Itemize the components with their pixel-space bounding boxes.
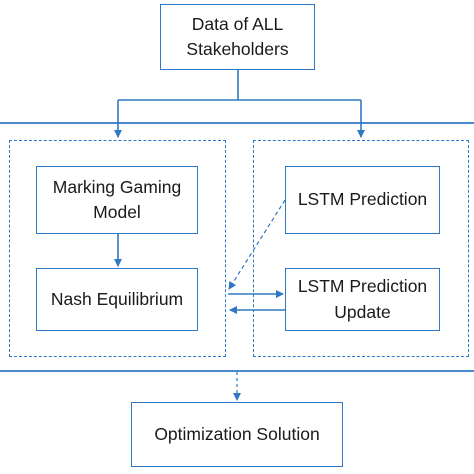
nash-equilibrium-node: Nash Equilibrium — [36, 268, 198, 331]
optimization-solution-node: Optimization Solution — [131, 402, 343, 467]
data-stakeholders-node: Data of ALL Stakeholders — [160, 4, 315, 70]
lstm-region — [253, 140, 469, 357]
game-model-region — [9, 140, 226, 357]
lstm-prediction-node: LSTM Prediction — [285, 166, 440, 234]
marking-gaming-model-node: Marking Gaming Model — [36, 166, 198, 234]
lstm-prediction-update-node: LSTM Prediction Update — [285, 268, 440, 331]
